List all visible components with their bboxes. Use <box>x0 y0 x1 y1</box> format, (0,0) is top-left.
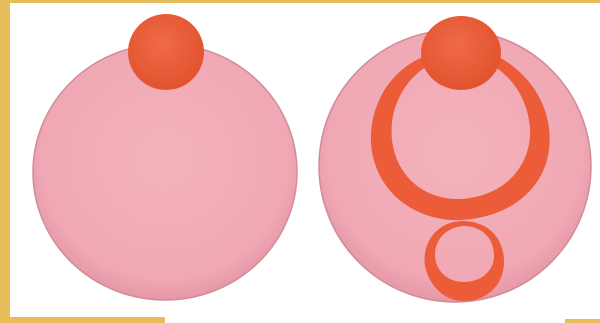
left-cell <box>33 14 297 300</box>
right-nucleus-sphere <box>421 16 501 90</box>
left-nucleus-sphere <box>128 14 204 90</box>
right-cell <box>319 16 591 302</box>
